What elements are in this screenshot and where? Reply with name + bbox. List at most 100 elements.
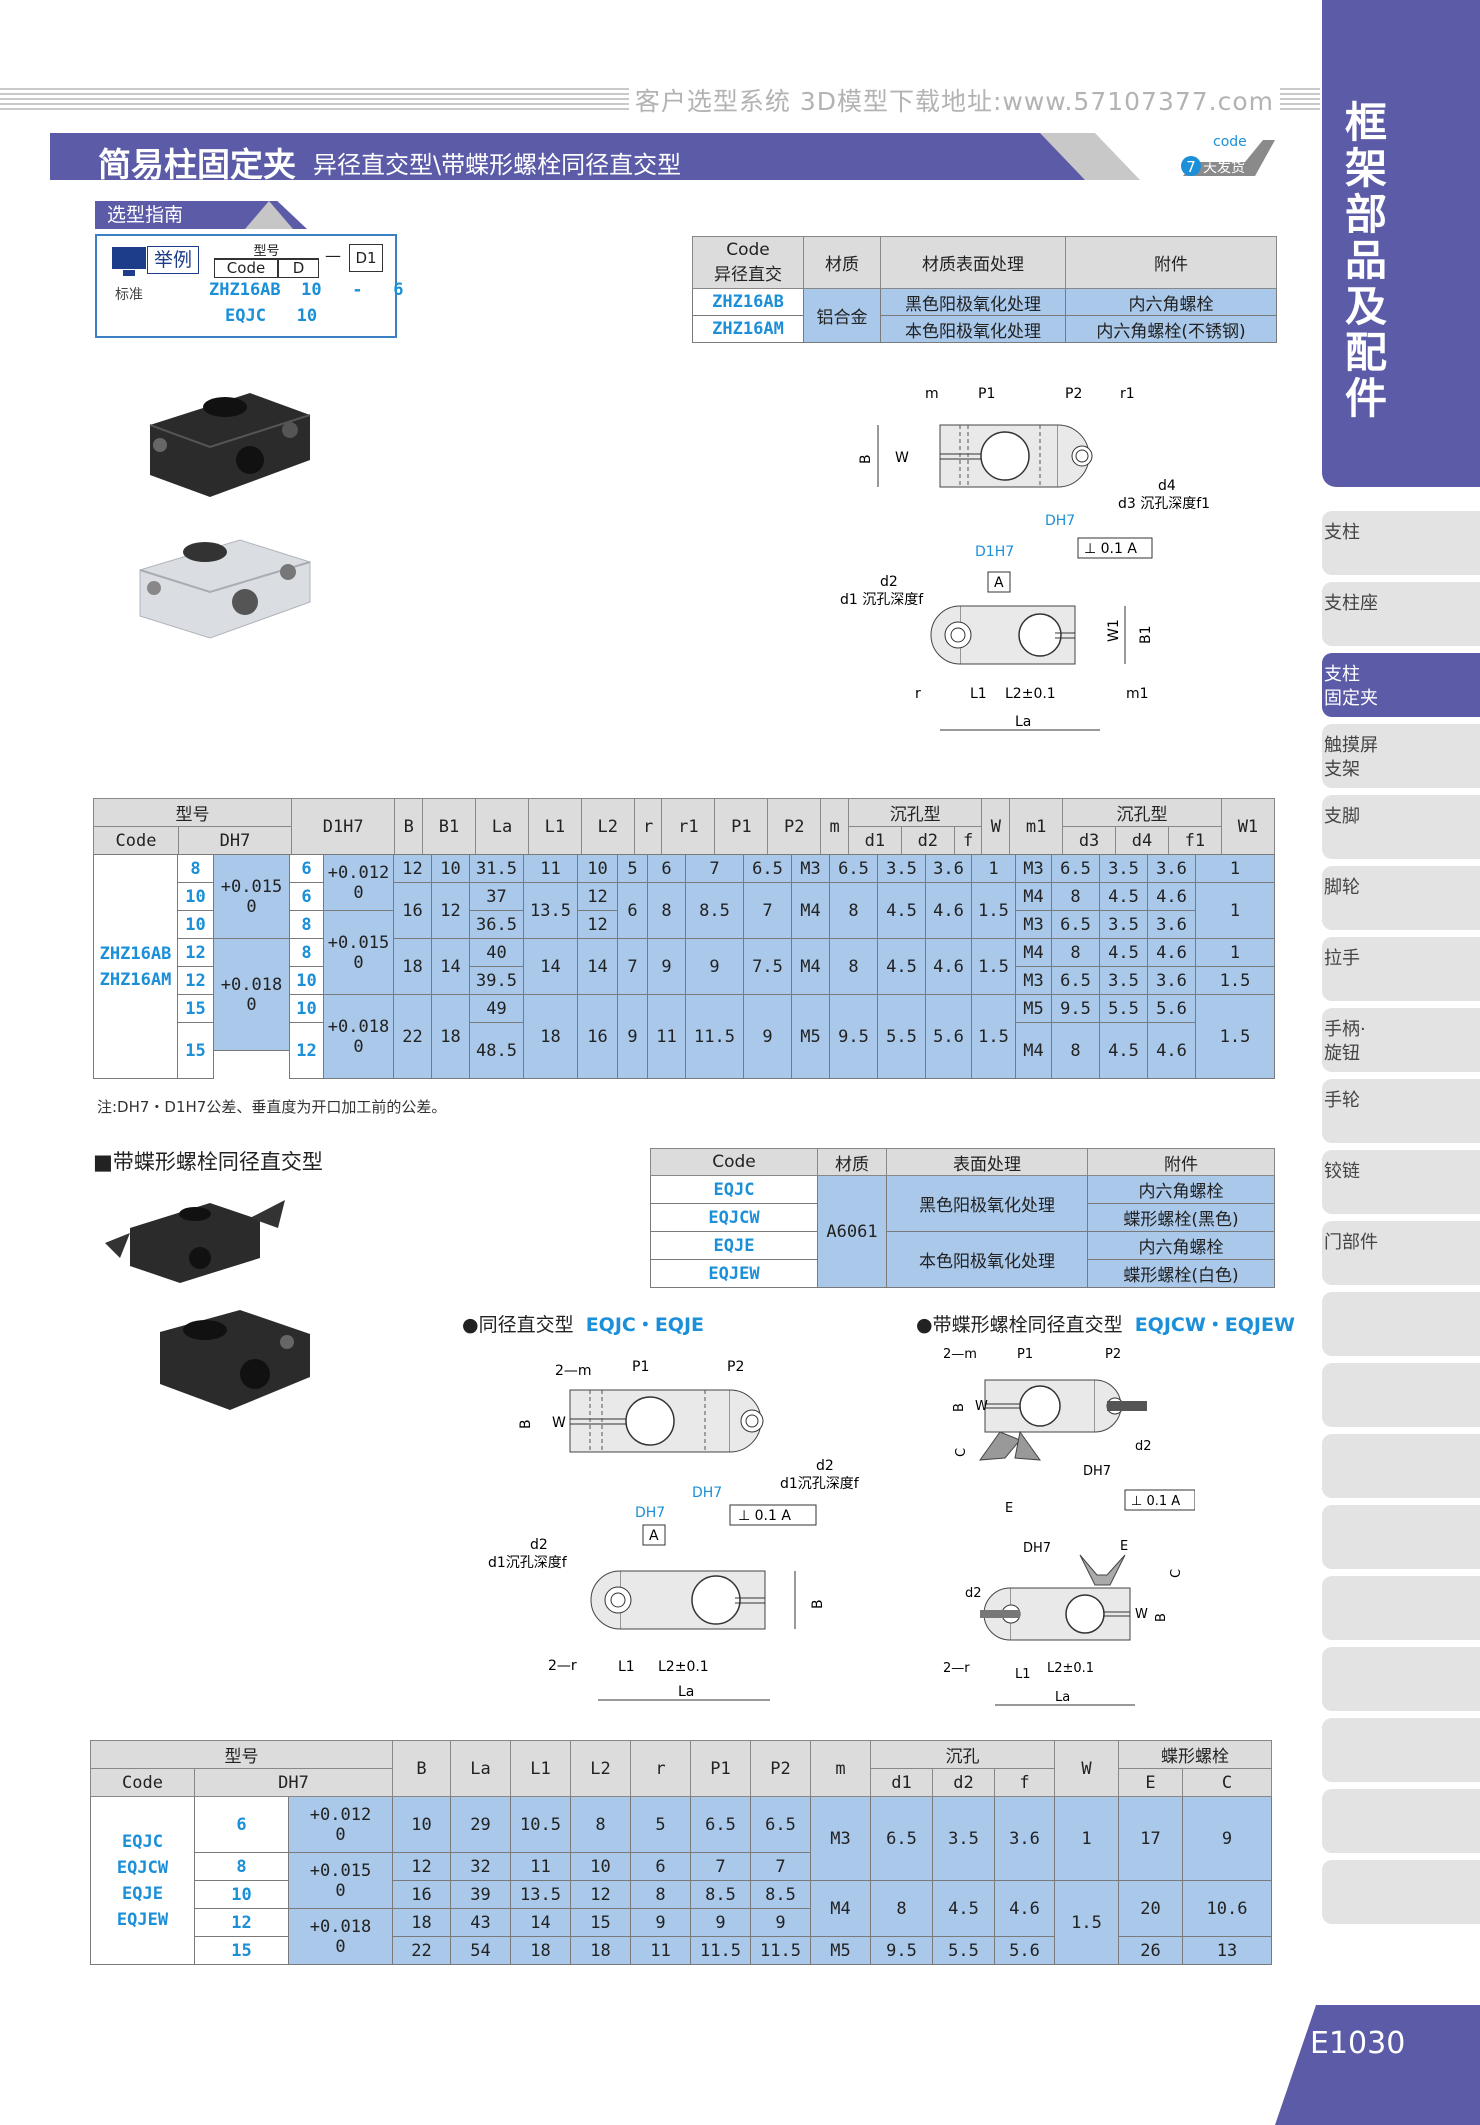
svg-text:A: A [649,1528,659,1544]
svg-text:m1: m1 [1126,686,1149,702]
svg-text:La: La [678,1684,694,1700]
svg-text:DH7: DH7 [1083,1464,1111,1479]
svg-text:D1H7: D1H7 [975,544,1014,560]
svg-text:La: La [1015,714,1031,730]
standard-label: 标准 [115,287,143,303]
svg-text:d2: d2 [816,1458,834,1474]
sidebar-item-door[interactable]: 门部件 [1322,1221,1480,1285]
svg-text:d2: d2 [1135,1439,1152,1454]
svg-text:L1: L1 [1015,1667,1031,1682]
svg-text:W: W [1135,1607,1148,1622]
svg-text:d1沉孔深度f: d1沉孔深度f [488,1555,568,1571]
svg-text:W: W [895,450,909,466]
mat1-code: ZHZ16AB [692,288,804,316]
section-title-wing-bolt: ■带蝶形螺栓同径直交型 [93,1150,323,1174]
sidebar-item-support[interactable]: 支柱 [1322,511,1480,575]
svg-text:d3 沉孔深度f1: d3 沉孔深度f1 [1118,496,1210,512]
page-subtitle: 异径直交型\带蝶形螺栓同径直交型 [313,151,682,179]
sidebar-item-empty [1322,1434,1480,1498]
product-photo-wing-clamp [105,1200,285,1283]
site-url: 客户选型系统 3D模型下载地址:www.57107377.com [628,82,1280,118]
sidebar-item-knob[interactable]: 手柄· 旋钮 [1322,1008,1480,1072]
svg-text:L1: L1 [618,1659,635,1675]
svg-text:W: W [552,1415,566,1431]
sidebar-item-handwheel[interactable]: 手轮 [1322,1079,1480,1143]
svg-text:m: m [925,386,939,402]
sidebar-item-empty [1322,1292,1480,1356]
svg-text:B: B [518,1419,534,1429]
svg-text:P1: P1 [632,1359,649,1375]
svg-text:L1: L1 [970,686,987,702]
page-title: 简易柱固定夹 [98,145,296,184]
figure-title-wing-bolt: ●带蝶形螺栓同径直交型 EQJCW・EQJEW [916,1314,1295,1336]
product-photo-hex-clamp [160,1310,310,1410]
svg-text:d4: d4 [1158,478,1176,494]
svg-text:2—m: 2—m [555,1363,592,1379]
mat1-finish: 黑色阳极氧化处理 [880,288,1066,316]
guide-code-header: Code [214,258,278,278]
svg-text:⊥ 0.1 A: ⊥ 0.1 A [1084,541,1137,557]
mat1-accessory: 内六角螺栓 [1065,288,1277,316]
sidebar-item-handle[interactable]: 拉手 [1322,937,1480,1001]
sidebar-item-empty [1322,1363,1480,1427]
page-number-tab [1275,2005,1480,2125]
svg-text:天发货: 天发货 [1203,159,1245,176]
svg-text:DH7: DH7 [635,1505,665,1521]
svg-text:d2: d2 [880,574,898,590]
svg-text:C: C [954,1448,969,1457]
mat1-material: 铝合金 [803,288,881,343]
svg-text:r1: r1 [1120,386,1135,402]
sidebar-item-foot[interactable]: 支脚 [1322,795,1480,859]
svg-text:DH7: DH7 [1023,1541,1051,1556]
svg-text:L2±0.1: L2±0.1 [1047,1661,1094,1676]
guide-dash: — [325,246,341,265]
sidebar-item-empty [1322,1576,1480,1640]
sidebar-item-support-base[interactable]: 支柱座 [1322,582,1480,646]
sidebar-item-caster[interactable]: 脚轮 [1322,866,1480,930]
sidebar-item-empty [1322,1860,1480,1924]
spec-table-1-body: ZHZ16AB ZHZ16AM 8 +0.015 0 6 +0.012 0 12… [93,854,1275,1086]
svg-text:L2±0.1: L2±0.1 [658,1659,709,1675]
technical-drawing-3: 2—m P1 P2 B W C d2 DH7 ⊥ 0.1 A E DH7 E C… [943,1347,1195,1706]
technical-drawing-2: 2—m P1 P2 B W d2 d1沉孔深度f DH7 ⊥ 0.1 A DH7… [488,1359,860,1701]
mat1-header-accessory: 附件 [1065,236,1277,289]
svg-text:7: 7 [1186,158,1196,176]
sidebar-category-title: 框架 部品 及配 件 [1345,98,1388,423]
svg-text:B1: B1 [1138,625,1154,644]
mat1-header-material: 材质 [803,236,881,289]
material-table-1: Code 异径直交 材质 材质表面处理 附件 ZHZ16AB 铝合金 黑色阳极氧… [692,236,1277,343]
guide-model-header: 型号 [214,240,319,260]
svg-text:⊥ 0.1 A: ⊥ 0.1 A [1131,1494,1180,1509]
mat1-header-finish: 材质表面处理 [880,236,1066,289]
title-bar [50,133,1085,180]
guide-example-row2: EQJC 10 [225,306,318,326]
svg-text:E: E [1120,1539,1128,1554]
svg-text:W1: W1 [1106,619,1122,642]
svg-text:2—r: 2—r [548,1658,577,1674]
material-table-2: Code 材质 表面处理 附件 EQJC A6061 黑色阳极氧化处理 内六角螺… [650,1148,1275,1288]
sidebar-item-touchscreen[interactable]: 触摸屏 支架 [1322,724,1480,788]
svg-text:d1沉孔深度f: d1沉孔深度f [780,1476,860,1492]
svg-text:P1: P1 [978,386,995,402]
svg-text:2—m: 2—m [943,1347,977,1362]
svg-text:d2: d2 [965,1586,982,1601]
sidebar-item-clamp[interactable]: 支柱 固定夹 [1322,653,1480,717]
mat1-accessory: 内六角螺栓(不锈钢) [1065,315,1277,343]
sidebar-item-empty [1322,1647,1480,1711]
svg-text:B: B [1154,1613,1169,1622]
svg-text:d1 沉孔深度f: d1 沉孔深度f [840,592,924,608]
svg-text:DH7: DH7 [692,1485,722,1501]
svg-text:⊥ 0.1 A: ⊥ 0.1 A [738,1508,791,1524]
svg-text:La: La [1055,1690,1070,1705]
technical-drawing-1: m P1 P2 r1 B W d4 d3 沉孔深度f1 DH7 ⊥ 0.1 A … [840,386,1210,731]
svg-text:P1: P1 [1017,1347,1033,1362]
mat1-finish: 本色阳极氧化处理 [880,315,1066,343]
sidebar-item-hinge[interactable]: 铰链 [1322,1150,1480,1214]
guide-d1-header: D1 [349,244,383,272]
selection-guide-box: 举例 标准 型号 Code D — D1 ZHZ16AB 10 - 6 EQJC… [95,234,403,338]
svg-text:2—r: 2—r [943,1661,970,1676]
svg-text:code: code [1213,134,1247,150]
svg-text:E: E [1005,1501,1013,1516]
